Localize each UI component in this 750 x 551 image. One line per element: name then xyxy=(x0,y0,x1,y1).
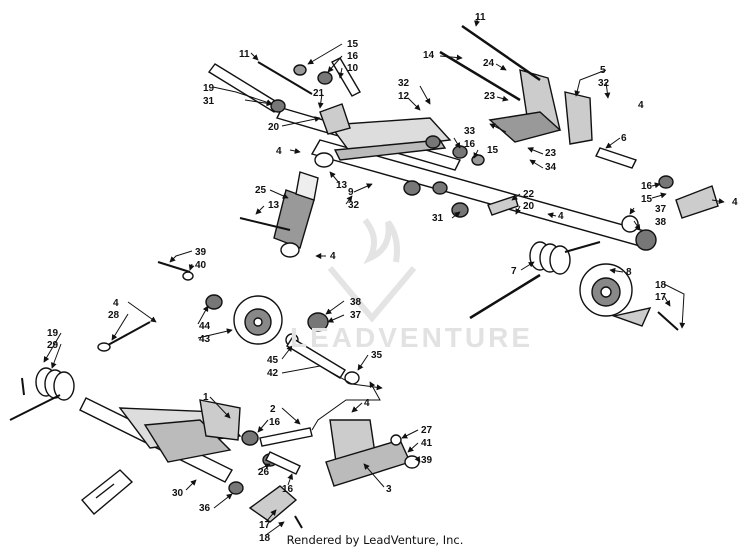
part-label: 45 xyxy=(267,355,279,366)
part-label: 7 xyxy=(511,266,517,277)
bracket-17 xyxy=(248,485,298,523)
part-label: 31 xyxy=(203,96,215,107)
part-label: 13 xyxy=(268,200,280,211)
part-label: 24 xyxy=(483,58,495,69)
part-label: 43 xyxy=(199,334,211,345)
part-label: 16 xyxy=(282,484,294,495)
part-label: 4 xyxy=(113,298,119,309)
shock-absorber-25 xyxy=(273,152,334,258)
part-label: 37 xyxy=(350,310,362,321)
part-label: 11 xyxy=(475,12,486,23)
part-label: 42 xyxy=(267,368,279,379)
part-label: 23 xyxy=(484,91,496,102)
part-label: 13 xyxy=(336,180,348,191)
part-label: 5 xyxy=(600,65,606,76)
part-label: 34 xyxy=(545,162,557,173)
part-label: 18 xyxy=(655,280,667,291)
part-label: 16 xyxy=(641,181,653,192)
part-label: 28 xyxy=(108,310,120,321)
part-label: 4 xyxy=(732,197,738,208)
part-label: 4 xyxy=(276,146,282,157)
part-label: 2 xyxy=(270,404,276,415)
part-label: 4 xyxy=(330,251,336,262)
part-label: 36 xyxy=(199,503,211,514)
front-arm-assembly xyxy=(207,24,719,331)
part-label: 20 xyxy=(268,122,280,133)
part-label: 16 xyxy=(464,139,476,150)
part-label: 6 xyxy=(621,133,627,144)
part-label: 3 xyxy=(386,484,392,495)
part-labels: 11 15 16 10 11 19 31 32 12 21 14 24 23 5… xyxy=(47,12,738,544)
part-label: 17 xyxy=(259,520,271,531)
bracket-3 xyxy=(325,419,411,487)
part-label: 15 xyxy=(487,145,499,156)
part-label: 9 xyxy=(348,187,354,198)
bracket-21 xyxy=(319,103,351,135)
strap-28 xyxy=(107,321,151,346)
part-label: 4 xyxy=(364,398,370,409)
part-label: 15 xyxy=(347,39,359,50)
part-label: 39 xyxy=(421,455,433,466)
part-label: 22 xyxy=(523,189,535,200)
part-label: 10 xyxy=(347,63,359,74)
part-label: 32 xyxy=(598,78,610,89)
spring-19 xyxy=(35,367,75,401)
part-label: 41 xyxy=(421,438,433,449)
part-label: 32 xyxy=(398,78,410,89)
part-label: 29 xyxy=(47,340,59,351)
part-label: 12 xyxy=(398,91,410,102)
part-label: 16 xyxy=(347,51,359,62)
middle-wheel-group xyxy=(97,261,360,385)
rear-bracket-5 xyxy=(488,69,593,145)
part-label: 32 xyxy=(348,200,360,211)
render-credit: Rendered by LeadVenture, Inc. xyxy=(286,533,464,547)
leadventure-logo-watermark xyxy=(327,218,417,323)
part-label: 4 xyxy=(558,211,564,222)
idler-wheel-8 xyxy=(579,263,633,317)
part-label: 31 xyxy=(432,213,444,224)
part-label: 14 xyxy=(423,50,435,61)
bracket-17-right xyxy=(611,307,652,327)
part-label: 16 xyxy=(269,417,281,428)
part-label: 19 xyxy=(47,328,59,339)
part-label: 38 xyxy=(350,297,362,308)
part-label: 27 xyxy=(421,425,433,436)
part-label: 15 xyxy=(641,194,653,205)
part-label: 11 xyxy=(239,49,250,60)
bracket-22 xyxy=(487,195,519,216)
shaft-42 xyxy=(286,337,346,379)
part-label: 40 xyxy=(195,260,207,271)
leadventure-watermark-text: LEADVENTURE xyxy=(290,322,534,353)
shaft-19 xyxy=(207,63,282,113)
part-label: 8 xyxy=(626,267,632,278)
wheel-43 xyxy=(233,295,283,345)
part-label: 35 xyxy=(371,350,383,361)
part-label: 21 xyxy=(313,88,325,99)
part-label: 1 xyxy=(203,392,209,403)
part-label: 4 xyxy=(638,100,644,111)
part-label: 39 xyxy=(195,247,207,258)
part-label: 19 xyxy=(203,83,215,94)
part-label: 23 xyxy=(545,148,557,159)
leader-lines xyxy=(43,15,725,536)
part-label: 18 xyxy=(259,533,271,544)
part-label: 33 xyxy=(464,126,476,137)
rear-arm-assembly xyxy=(9,367,420,529)
part-label: 25 xyxy=(255,185,267,196)
part-label: 44 xyxy=(199,321,211,332)
part-label: 38 xyxy=(655,217,667,228)
spring-7 xyxy=(529,241,571,275)
part-label: 17 xyxy=(655,292,667,303)
part-label: 26 xyxy=(258,467,270,478)
part-label: 37 xyxy=(655,204,667,215)
plate-15-right xyxy=(675,185,719,219)
part-label: 20 xyxy=(523,201,535,212)
shaft-6 xyxy=(595,147,637,169)
part-label: 30 xyxy=(172,488,184,499)
slide-30 xyxy=(80,469,134,515)
shaft-2 xyxy=(259,427,313,447)
